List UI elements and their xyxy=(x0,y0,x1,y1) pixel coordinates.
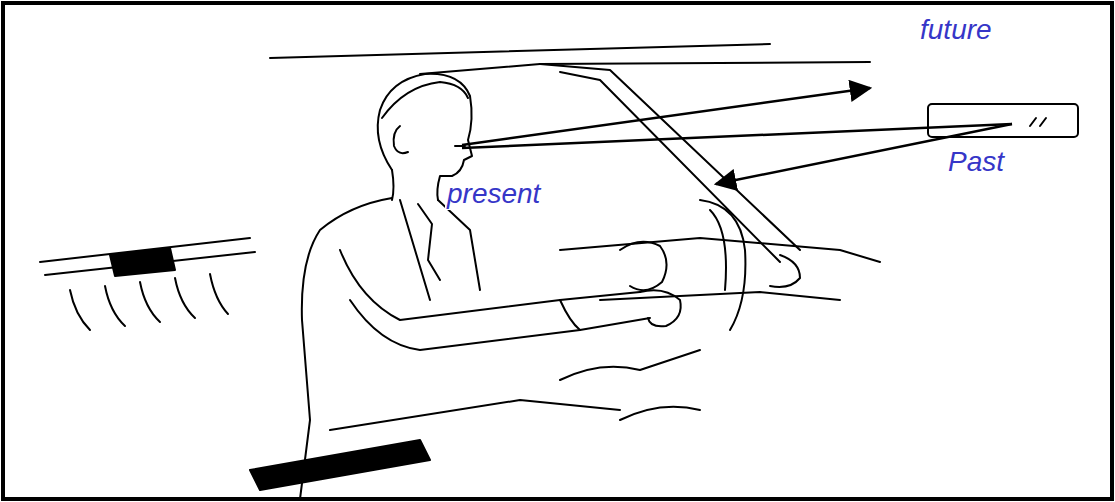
frame xyxy=(3,3,1112,499)
arm-lower xyxy=(350,300,650,350)
tie xyxy=(418,204,440,280)
arm-upper xyxy=(340,250,640,320)
future-arrow xyxy=(462,88,870,145)
sight-lines xyxy=(462,88,1012,184)
time-label: future xyxy=(918,14,994,46)
chest xyxy=(438,200,480,290)
windshield-pillar xyxy=(540,64,800,250)
car-and-driver xyxy=(40,44,1078,499)
time-label: present xyxy=(445,178,542,210)
dash-knob xyxy=(770,255,800,287)
steering-wheel xyxy=(700,200,745,330)
dashboard xyxy=(560,238,880,262)
steering-spoke xyxy=(710,210,726,290)
hair-line xyxy=(382,82,468,118)
mirror-glint xyxy=(1030,118,1046,126)
time-label: Past xyxy=(946,146,1006,178)
ear xyxy=(394,126,408,153)
seat-belt xyxy=(250,440,430,490)
lap xyxy=(330,400,620,430)
cuff xyxy=(560,300,580,330)
leg xyxy=(560,350,700,380)
pedal-area xyxy=(620,407,700,420)
neck-back xyxy=(392,170,394,200)
windshield-pillar-inner xyxy=(560,72,780,262)
hand-top xyxy=(620,242,667,290)
seat-shadow xyxy=(110,248,175,276)
mirror-line xyxy=(462,124,1012,148)
past-arrow xyxy=(716,124,1012,184)
roof-line xyxy=(270,44,770,58)
seat-folds xyxy=(70,274,228,330)
rear-view-mirror xyxy=(928,104,1078,137)
hand-lower xyxy=(640,290,681,326)
roof-edge xyxy=(420,62,870,74)
